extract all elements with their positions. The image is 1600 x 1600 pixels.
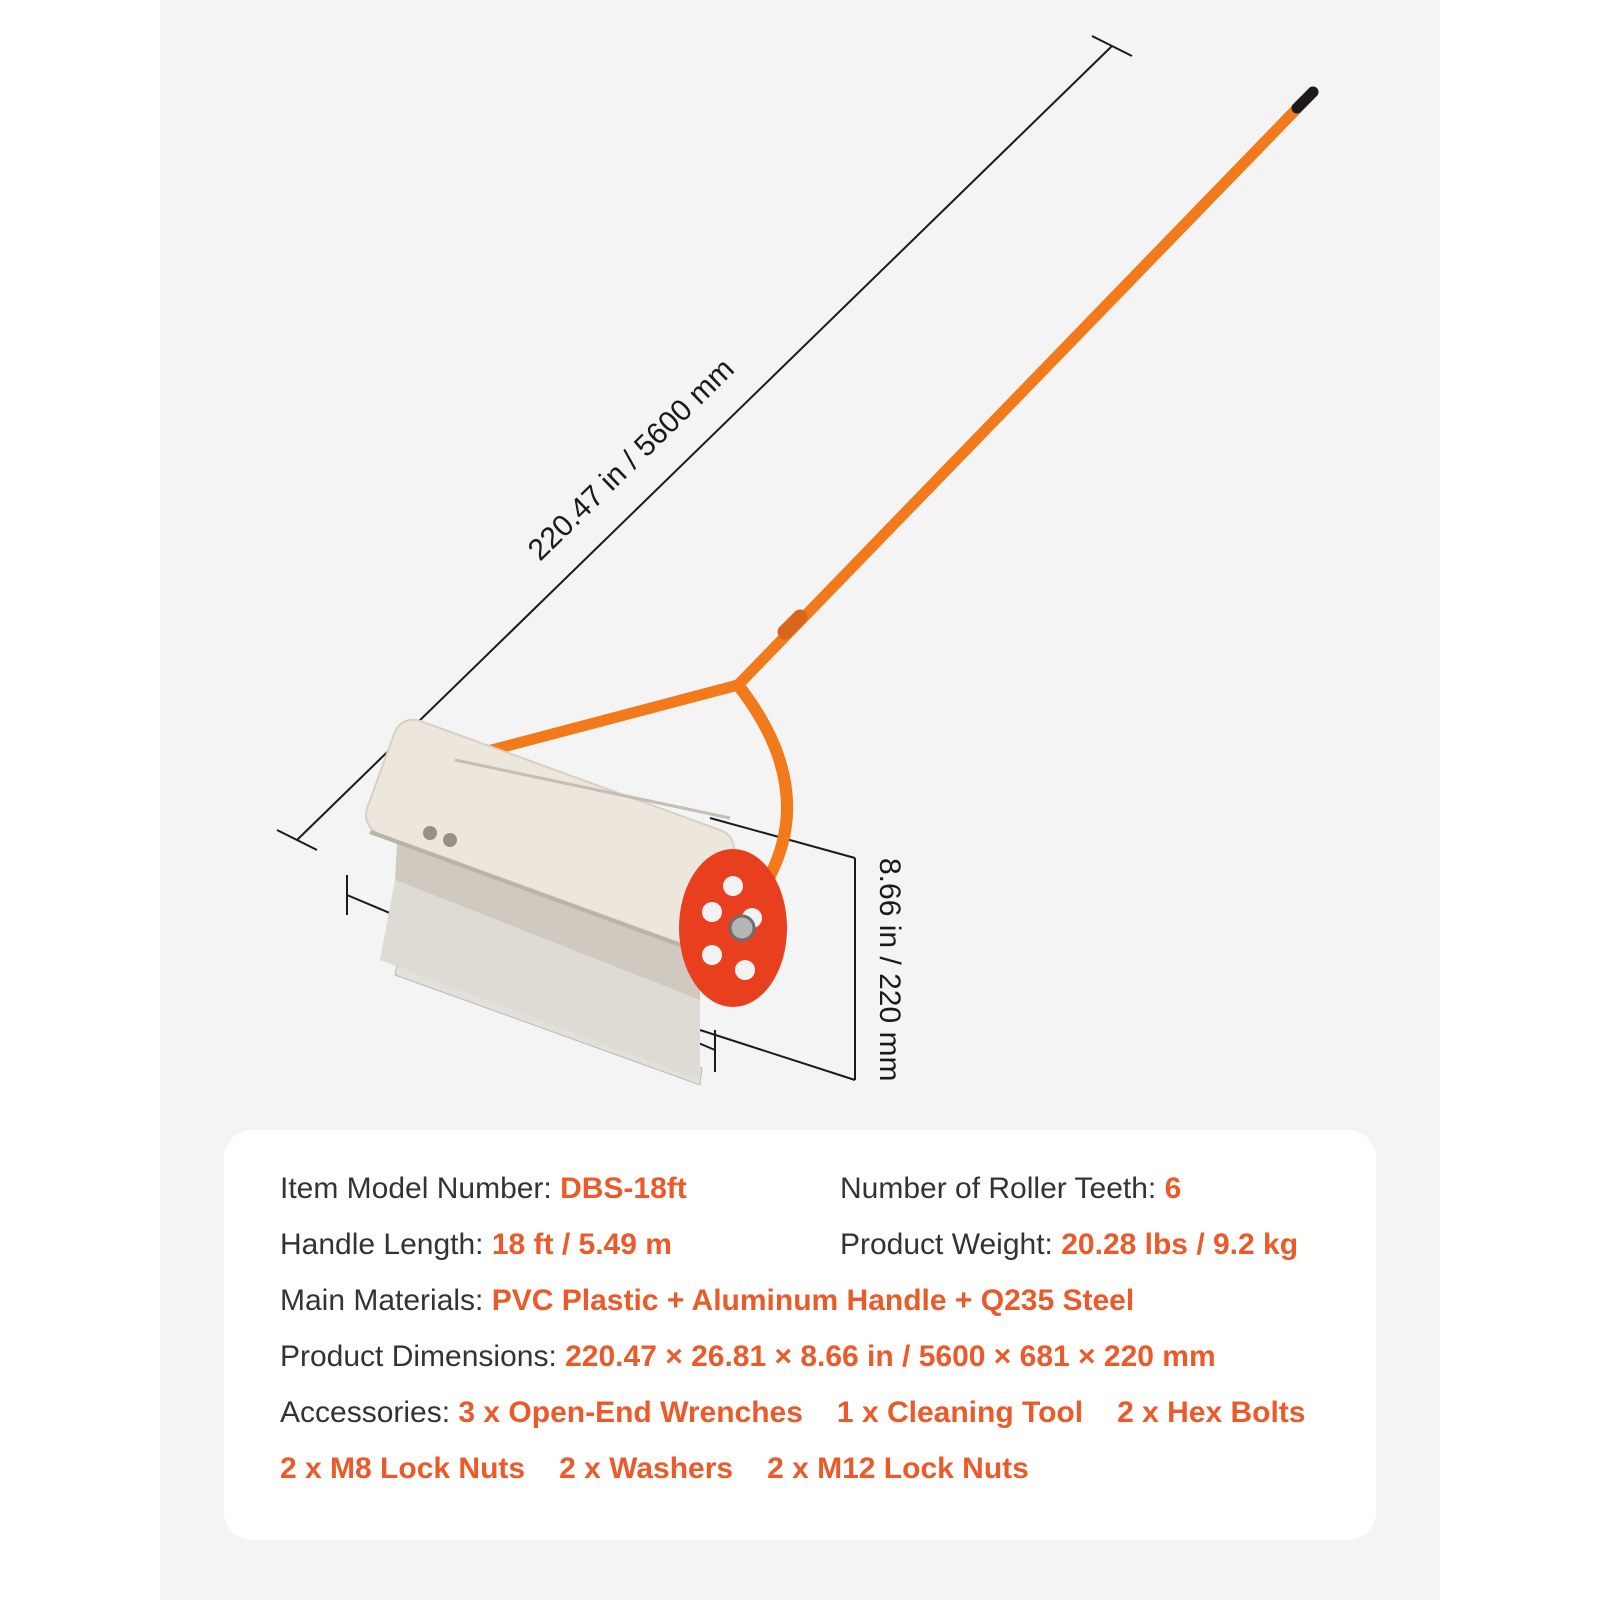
length-dimension-label: 220.47 in / 5600 mm [522,352,741,567]
spec-dimensions-value: 220.47 × 26.81 × 8.66 in / 5600 × 681 × … [565,1340,1216,1373]
spec-model-label: Item Model Number: [280,1172,561,1205]
spec-weight: Product Weight: 20.28 lbs / 9.2 kg [840,1228,1298,1262]
spec-weight-value: 20.28 lbs / 9.2 kg [1061,1228,1299,1261]
spec-handle-value: 18 ft / 5.49 m [491,1228,672,1261]
aerator-handle [478,86,1319,891]
spec-dimensions-label: Product Dimensions: [280,1340,566,1373]
spec-teeth-label: Number of Roller Teeth: [840,1172,1165,1205]
spec-weight-label: Product Weight: [840,1228,1062,1261]
length-dimension-line [276,35,1133,851]
accessory-item: 2 x Hex Bolts [1117,1396,1306,1429]
accessory-item: 1 x Cleaning Tool [836,1396,1084,1429]
spec-card [224,1130,1376,1540]
spec-handle-label: Handle Length: [280,1228,492,1261]
accessory-item: 3 x Open-End Wrenches [458,1396,803,1429]
spec-product-dimensions: Product Dimensions: 220.47 × 26.81 × 8.6… [280,1340,1216,1374]
spec-accessories-continued: 2 x M8 Lock Nuts 2 x Washers 2 x M12 Lock … [280,1452,1063,1486]
spec-teeth-value: 6 [1164,1172,1182,1205]
spec-materials: Main Materials: PVC Plastic + Aluminum H… [280,1284,1134,1318]
spec-model: Item Model Number: DBS-18ft [280,1172,687,1206]
accessory-item: 2 x M12 Lock Nuts [767,1452,1029,1485]
spec-teeth: Number of Roller Teeth: 6 [840,1172,1181,1206]
spec-model-value: DBS-18ft [560,1172,687,1205]
spec-materials-value: PVC Plastic + Aluminum Handle + Q235 Ste… [491,1284,1135,1317]
roller-drum [364,718,736,1086]
accessory-item: 2 x Washers [559,1452,734,1485]
roller-end-cap [679,849,787,1007]
accessory-item: 2 x M8 Lock Nuts [280,1452,526,1485]
spec-accessories: Accessories: 3 x Open-End Wrenches 1 x Cl… [280,1396,1339,1430]
product-illustration: 220.47 in / 5600 mm 26.81 in / 681 mm 8.… [276,35,1319,1086]
height-dimension-label: 8.66 in / 220 mm [873,858,906,1081]
spec-materials-label: Main Materials: [280,1284,492,1317]
spec-handle: Handle Length: 18 ft / 5.49 m [280,1228,672,1262]
spec-accessories-label: Accessories: [280,1396,459,1429]
